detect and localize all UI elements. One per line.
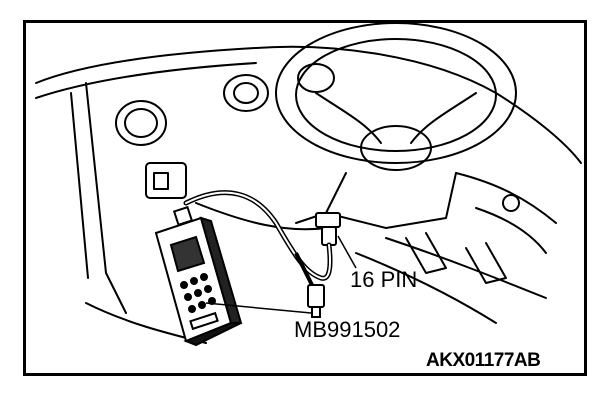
air-vent-center: [223, 74, 269, 112]
steering-column: [325, 172, 457, 229]
diagnostic-connector-16pin: [315, 212, 341, 246]
connector-label: 16 PIN: [350, 267, 418, 292]
air-vent-left: [115, 100, 167, 146]
illustration-frame: 16 PIN MB991502 AKX01177AB: [23, 20, 587, 376]
leader-line-tool: [205, 302, 312, 314]
dashboard-illustration: [35, 23, 582, 347]
switch-panel: [145, 162, 187, 199]
adapter-plug: [307, 284, 325, 318]
handheld-tester: [154, 205, 243, 347]
left-trim: [85, 82, 127, 314]
leader-line-16pin: [337, 235, 357, 269]
steering-wheel: [275, 23, 517, 164]
dashboard-outline: [35, 45, 582, 164]
figure-code-label: AKX01177AB: [426, 350, 541, 371]
tester-screen: [169, 235, 206, 273]
tool-part-label: MB991502: [294, 317, 401, 342]
